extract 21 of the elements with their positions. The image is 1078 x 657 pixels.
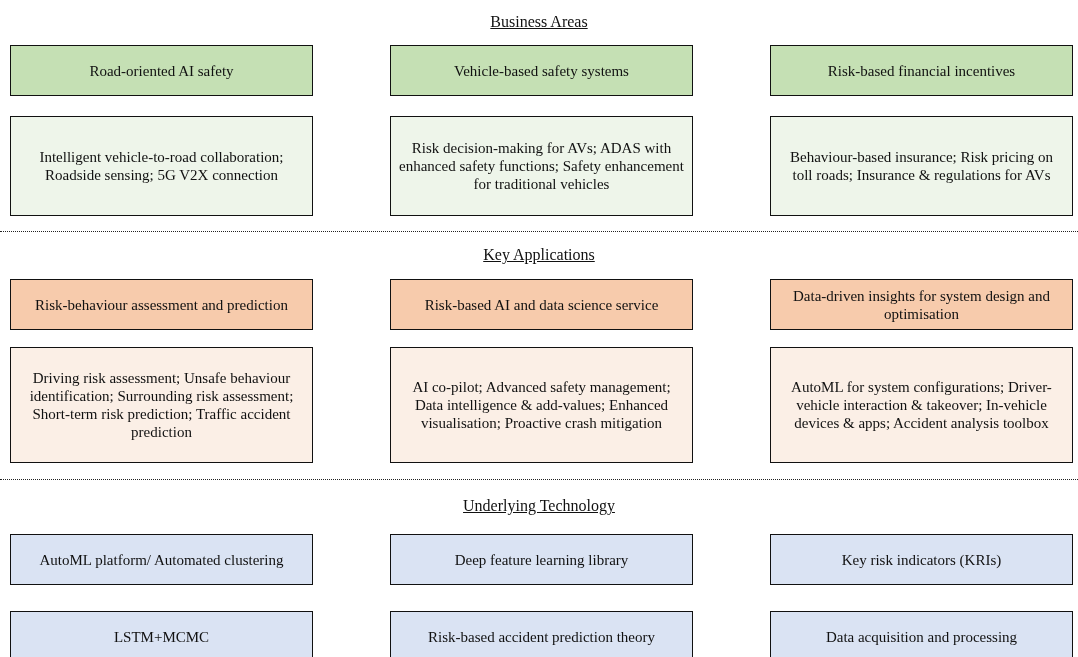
section-heading: Key Applications bbox=[482, 246, 596, 264]
text-box: Risk decision-making for AVs; ADAS with enhanced safety functions; Safety enhancement for traditional vehicles bbox=[390, 116, 693, 216]
section-heading: Underlying Technology bbox=[462, 497, 616, 515]
text-box: AI co-pilot; Advanced safety management; Data intelligence & add-values; Enhanced visualisation; Proactive crash mitigation bbox=[390, 347, 693, 463]
text-box: Vehicle-based safety systems bbox=[390, 45, 693, 96]
text-box: Road-oriented AI safety bbox=[10, 45, 313, 96]
text-box: Risk-based financial incentives bbox=[770, 45, 1073, 96]
text-box: Data-driven insights for system design and optimisation bbox=[770, 279, 1073, 330]
text-box: Risk-based accident prediction theory bbox=[390, 611, 693, 657]
text-box: Deep feature learning library bbox=[390, 534, 693, 585]
text-box: AutoML for system configurations; Driver-vehicle interaction & takeover; In-vehicle devices & apps; Accident analysis toolbox bbox=[770, 347, 1073, 463]
text-box: Risk-behaviour assessment and prediction bbox=[10, 279, 313, 330]
text-box: LSTM+MCMC bbox=[10, 611, 313, 657]
text-box: Data acquisition and processing bbox=[770, 611, 1073, 657]
text-box: Key risk indicators (KRIs) bbox=[770, 534, 1073, 585]
section-heading: Business Areas bbox=[489, 13, 589, 31]
text-box: Risk-based AI and data science service bbox=[390, 279, 693, 330]
text-box: Behaviour-based insurance; Risk pricing on toll roads; Insurance & regulations for AVs bbox=[770, 116, 1073, 216]
text-box: Driving risk assessment; Unsafe behaviour identification; Surrounding risk assessment; Short-term risk prediction; Traffic accident prediction bbox=[10, 347, 313, 463]
text-box: AutoML platform/ Automated clustering bbox=[10, 534, 313, 585]
text-box: Intelligent vehicle-to-road collaboration; Roadside sensing; 5G V2X connection bbox=[10, 116, 313, 216]
